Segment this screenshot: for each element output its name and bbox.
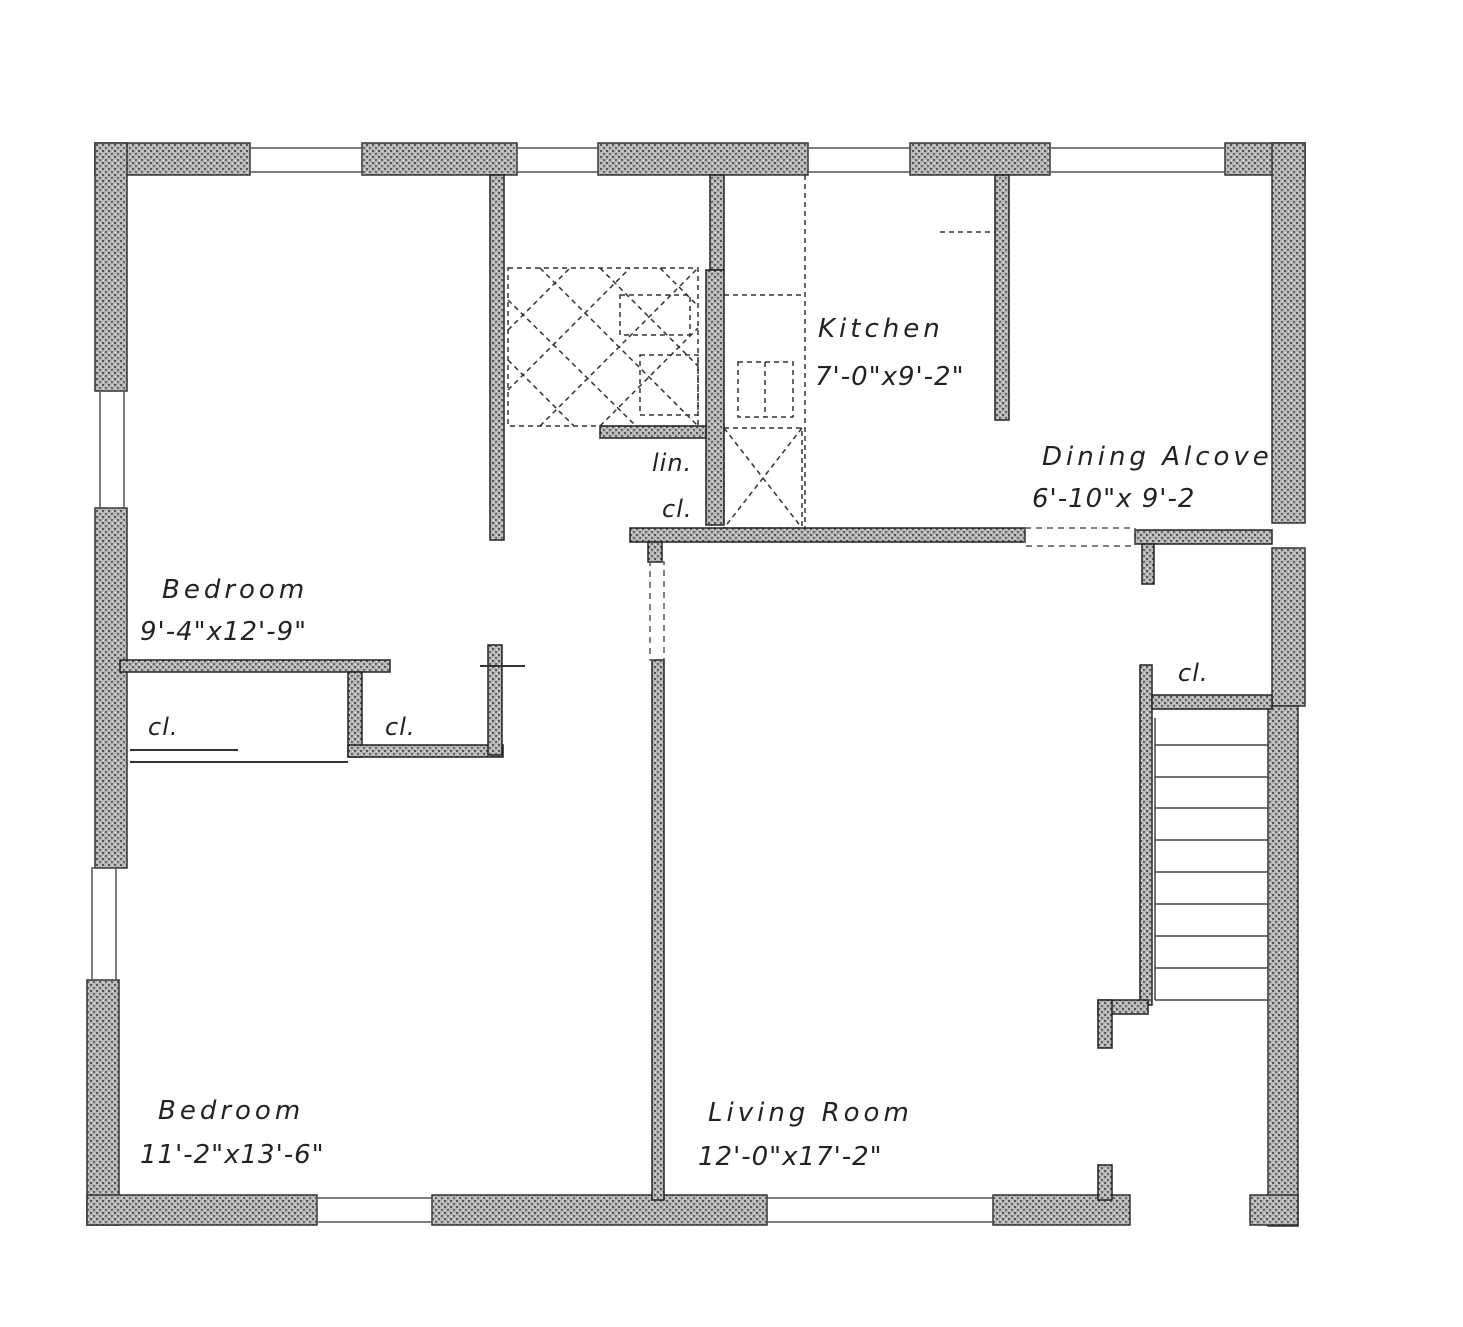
room-dims-dining-alcove: 6'-10"x 9'-2 <box>1032 484 1196 514</box>
stairs <box>1154 718 1268 1001</box>
room-label-living-room: Living Room <box>708 1098 913 1128</box>
closet-label-hall: cl. <box>662 495 693 523</box>
closet-label-living: cl. <box>1178 659 1209 687</box>
interior-walls <box>119 174 1273 1201</box>
closet-label-bedroom-left: cl. <box>148 713 179 741</box>
windows <box>91 147 1226 1223</box>
closet-label-linen: lin. <box>652 449 693 477</box>
room-label-kitchen: Kitchen <box>818 314 944 344</box>
room-dims-kitchen: 7'-0"x9'-2" <box>815 362 965 392</box>
room-label-bedroom-2: Bedroom <box>158 1096 305 1126</box>
room-dims-living-room: 12'-0"x17'-2" <box>698 1142 883 1172</box>
kitchen-fixtures <box>723 175 995 529</box>
room-label-dining-alcove: Dining Alcove <box>1042 442 1273 472</box>
room-dims-bedroom-2: 11'-2"x13'-6" <box>140 1140 325 1170</box>
doorway-dashes <box>649 527 1136 661</box>
exterior-walls <box>86 142 1306 1227</box>
closet-label-bedroom-right: cl. <box>385 713 416 741</box>
bathroom-tile <box>507 267 699 427</box>
closet-lines <box>130 665 525 763</box>
room-label-bedroom-1: Bedroom <box>162 575 309 605</box>
room-dims-bedroom-1: 9'-4"x12'-9" <box>140 617 308 647</box>
